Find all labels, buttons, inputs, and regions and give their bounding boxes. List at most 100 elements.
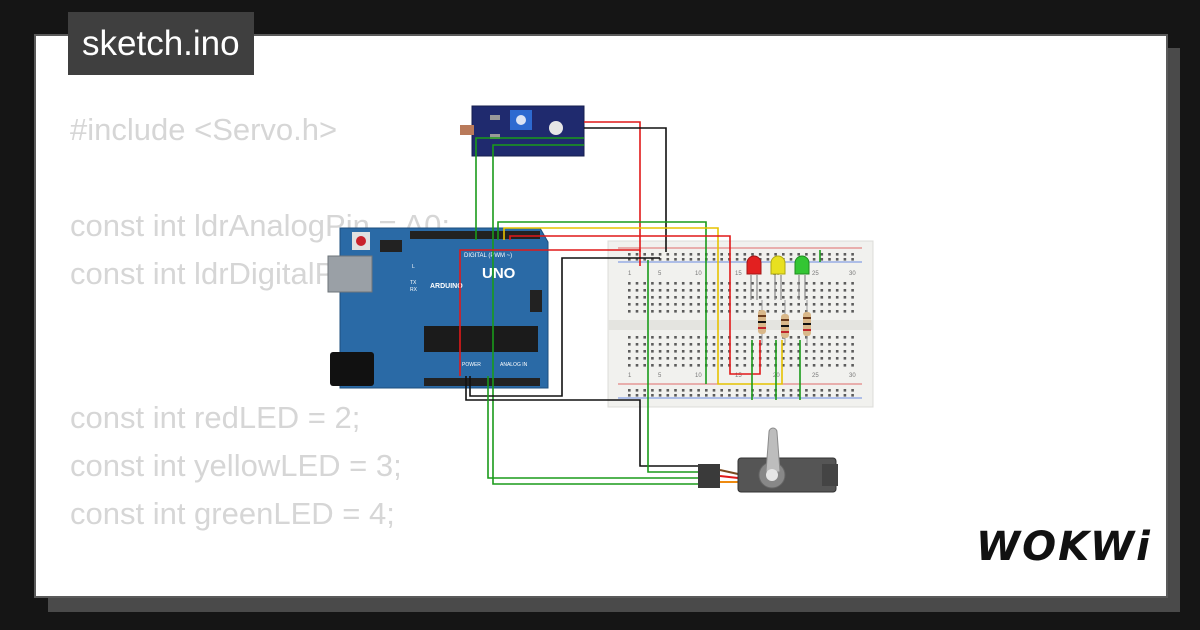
breadboard-hole <box>782 350 785 353</box>
breadboard-hole <box>766 343 770 346</box>
arduino-uno-board[interactable]: DIGITAL (PWM ~) UNO ARDUINO TX RX L POWE… <box>327 227 549 389</box>
led-red[interactable] <box>746 255 762 300</box>
breadboard-hole <box>820 253 824 256</box>
breadboard-hole <box>674 364 677 367</box>
breadboard-hole <box>766 296 770 299</box>
breadboard-hole <box>635 394 639 397</box>
breadboard-hole <box>828 303 831 306</box>
breadboard-hole <box>835 253 839 256</box>
breadboard-hole <box>643 310 646 313</box>
breadboard-hole <box>712 258 716 261</box>
breadboard-hole <box>720 336 723 339</box>
breadboard-hole <box>835 364 839 367</box>
breadboard-hole <box>628 343 631 346</box>
breadboard-hole <box>635 389 639 392</box>
breadboard-hole <box>828 357 831 360</box>
resistor[interactable] <box>758 300 766 345</box>
power-label: POWER <box>462 362 481 368</box>
breadboard-hole <box>658 258 662 261</box>
breadboard-hole <box>720 289 723 292</box>
breadboard-hole <box>735 282 739 285</box>
breadboard-hole <box>789 336 793 339</box>
breadboard-hole <box>674 336 677 339</box>
breadboard-hole <box>835 303 839 306</box>
breadboard-hole <box>689 350 693 353</box>
breadboard-hole <box>828 258 831 261</box>
breadboard-hole <box>628 296 631 299</box>
breadboard-hole <box>743 357 747 360</box>
breadboard-hole <box>766 282 770 285</box>
breadboard-hole <box>782 389 785 392</box>
breadboard-hole <box>635 357 639 360</box>
breadboard-hole <box>720 350 723 353</box>
digital-pwm-label: DIGITAL (PWM ~) <box>464 253 512 259</box>
breadboard-hole <box>643 282 646 285</box>
breadboard-hole <box>697 296 700 299</box>
ldr-sensor-module[interactable] <box>460 105 585 157</box>
wire-green <box>487 376 700 479</box>
breadboard-hole <box>851 303 854 306</box>
resistor[interactable] <box>781 300 789 345</box>
wire-green <box>492 144 700 485</box>
breadboard-hole <box>658 289 662 292</box>
photoresistor <box>460 125 474 135</box>
breadboard-hole <box>735 343 739 346</box>
resistor[interactable] <box>803 300 811 345</box>
breadboard-hole <box>689 282 693 285</box>
breadboard-hole <box>681 343 685 346</box>
breadboard[interactable]: 1 5 10 15 20 25 30 1 5 10 15 20 25 30 <box>607 240 874 408</box>
sensor-chip <box>549 121 563 135</box>
breadboard-hole <box>658 253 662 256</box>
breadboard-hole <box>843 364 847 367</box>
breadboard-hole <box>720 343 723 346</box>
breadboard-hole <box>666 364 670 367</box>
breadboard-hole <box>789 289 793 292</box>
breadboard-hole <box>689 343 693 346</box>
breadboard-hole <box>643 296 646 299</box>
breadboard-hole <box>805 364 808 367</box>
breadboard-hole <box>720 364 723 367</box>
breadboard-hole <box>674 282 677 285</box>
tx-label: TX <box>410 280 417 286</box>
column-number: 10 <box>695 373 702 379</box>
breadboard-hole <box>735 310 739 313</box>
breadboard-hole <box>835 336 839 339</box>
breadboard-hole <box>689 364 693 367</box>
breadboard-hole <box>789 364 793 367</box>
breadboard-hole <box>697 258 700 261</box>
breadboard-hole <box>835 343 839 346</box>
breadboard-hole <box>828 336 831 339</box>
led-yellow[interactable] <box>770 255 786 300</box>
breadboard-hole <box>820 296 824 299</box>
breadboard-hole <box>789 310 793 313</box>
breadboard-hole <box>681 303 685 306</box>
breadboard-hole <box>705 394 708 397</box>
breadboard-hole <box>712 394 716 397</box>
breadboard-hole <box>812 258 816 261</box>
breadboard-hole <box>681 350 685 353</box>
breadboard-hole <box>843 357 847 360</box>
breadboard-hole <box>697 289 700 292</box>
breadboard-hole <box>720 282 723 285</box>
breadboard-hole <box>805 336 808 339</box>
breadboard-hole <box>651 310 654 313</box>
breadboard-hole <box>720 303 723 306</box>
code-line: const int yellowLED = 3; <box>70 448 402 483</box>
breadboard-hole <box>789 296 793 299</box>
breadboard-hole <box>712 350 716 353</box>
breadboard-hole <box>697 343 700 346</box>
breadboard-hole <box>666 289 670 292</box>
breadboard-hole <box>666 350 670 353</box>
breadboard-hole <box>651 258 654 261</box>
breadboard-hole <box>789 258 793 261</box>
breadboard-hole <box>758 253 762 256</box>
breadboard-hole <box>797 350 800 353</box>
breadboard-hole <box>766 310 770 313</box>
breadboard-hole <box>828 350 831 353</box>
led-green[interactable] <box>794 255 810 300</box>
breadboard-hole <box>658 282 662 285</box>
breadboard-hole <box>666 336 670 339</box>
breadboard-hole <box>758 282 762 285</box>
servo-motor[interactable] <box>698 427 838 493</box>
